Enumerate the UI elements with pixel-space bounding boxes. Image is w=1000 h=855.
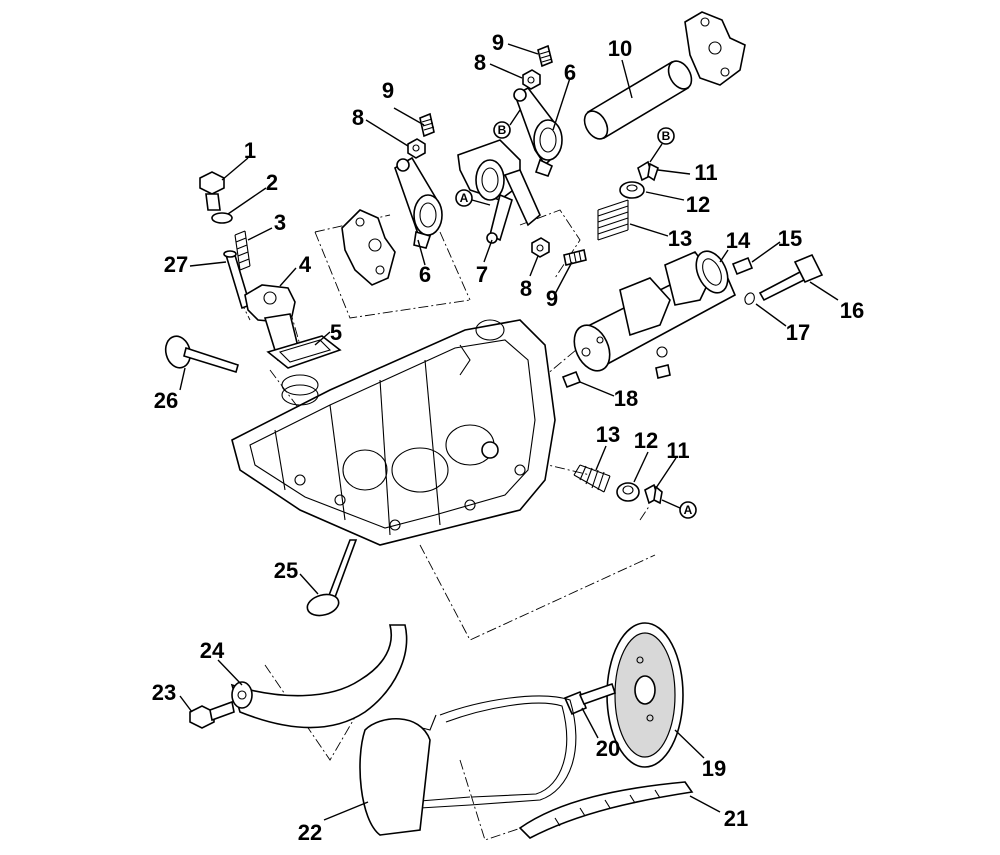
callout-b-left: B	[493, 109, 521, 139]
part-label-8: 8	[520, 276, 532, 301]
dowel-pin-small	[561, 370, 582, 389]
part-label-13: 13	[668, 226, 692, 251]
part-label-13: 13	[596, 422, 620, 447]
rocker-shaft	[583, 60, 693, 140]
intake-valve	[306, 539, 358, 617]
cam-sprocket	[606, 622, 684, 768]
callout-a-lower: A	[661, 499, 697, 519]
spring-retainer-lower	[616, 482, 640, 502]
part-label-15: 15	[778, 226, 802, 251]
part-label-22: 22	[298, 820, 322, 845]
rocker-arm-center	[457, 139, 541, 244]
camshaft	[573, 250, 737, 379]
part-label-3: 3	[274, 210, 286, 235]
locknut-top	[522, 69, 541, 90]
part-label-17: 17	[786, 320, 810, 345]
callout-letter: A	[460, 191, 469, 205]
part-label-19: 19	[702, 756, 726, 781]
chain-guide	[230, 624, 408, 729]
part-label-7: 7	[476, 262, 488, 287]
part-label-4: 4	[299, 252, 312, 277]
locknut-center	[531, 237, 550, 258]
rocker-arm-right	[513, 86, 563, 177]
part-label-12: 12	[686, 192, 710, 217]
part-label-24: 24	[200, 638, 225, 663]
part-label-11: 11	[694, 160, 717, 185]
part-label-14: 14	[726, 228, 751, 253]
part-label-23: 23	[152, 680, 176, 705]
part-label-26: 26	[154, 388, 178, 413]
part-label-12: 12	[634, 428, 658, 453]
adjust-screw-top	[537, 44, 553, 68]
callout-a-upper: A	[455, 189, 491, 207]
rocker-support-right	[684, 11, 746, 86]
tensioner-spring	[234, 230, 251, 271]
part-label-10: 10	[608, 36, 632, 61]
valve-keeper-upper	[637, 160, 659, 182]
tensioner-bolt	[199, 171, 225, 211]
dowel-pin	[731, 256, 754, 276]
part-label-9: 9	[382, 78, 394, 103]
part-label-9: 9	[546, 286, 558, 311]
tensioner-gasket	[266, 335, 342, 369]
callout-letter: B	[498, 123, 507, 137]
decompressor-shaft	[758, 253, 824, 302]
guide-bolt	[189, 700, 235, 729]
part-label-16: 16	[840, 298, 864, 323]
exhaust-valve	[164, 335, 239, 374]
valve-keeper-lower	[644, 483, 663, 505]
callout-letter: B	[662, 129, 671, 143]
part-label-5: 5	[330, 320, 342, 345]
part-label-27: 27	[164, 252, 188, 277]
adjust-screw-center	[563, 249, 587, 266]
part-label-1: 1	[244, 138, 256, 163]
chain-slipper	[518, 781, 694, 839]
rocker-arm-left	[394, 156, 443, 249]
part-label-6: 6	[419, 262, 431, 287]
crank-sprocket	[359, 718, 431, 836]
leader-lines	[179, 43, 839, 821]
circlip	[744, 292, 755, 305]
part-label-18: 18	[614, 386, 638, 411]
sprocket-bolt	[563, 682, 617, 716]
locknut-left	[407, 138, 426, 159]
adjust-screw-left	[419, 112, 435, 138]
part-label-6: 6	[564, 60, 576, 85]
valve-spring-lower	[573, 464, 611, 493]
part-label-21: 21	[724, 806, 748, 831]
part-number-labels: 1 2 3 4 5 6 6 7 8 8 8 9 9 9 10 11 11 12 …	[152, 30, 864, 845]
part-label-25: 25	[274, 558, 298, 583]
part-label-20: 20	[596, 736, 620, 761]
part-label-2: 2	[266, 170, 278, 195]
part-label-11: 11	[666, 438, 689, 463]
callout-letter: A	[684, 503, 693, 517]
part-label-9: 9	[492, 30, 504, 55]
part-label-8: 8	[352, 105, 364, 130]
cylinder-head	[231, 319, 556, 546]
spring-retainer-upper	[619, 181, 645, 199]
rocker-support-left	[341, 209, 396, 286]
sealing-washer	[211, 212, 233, 224]
callout-b-right: B	[649, 127, 675, 163]
valve-spring-upper	[597, 199, 629, 241]
part-label-8: 8	[474, 50, 486, 75]
